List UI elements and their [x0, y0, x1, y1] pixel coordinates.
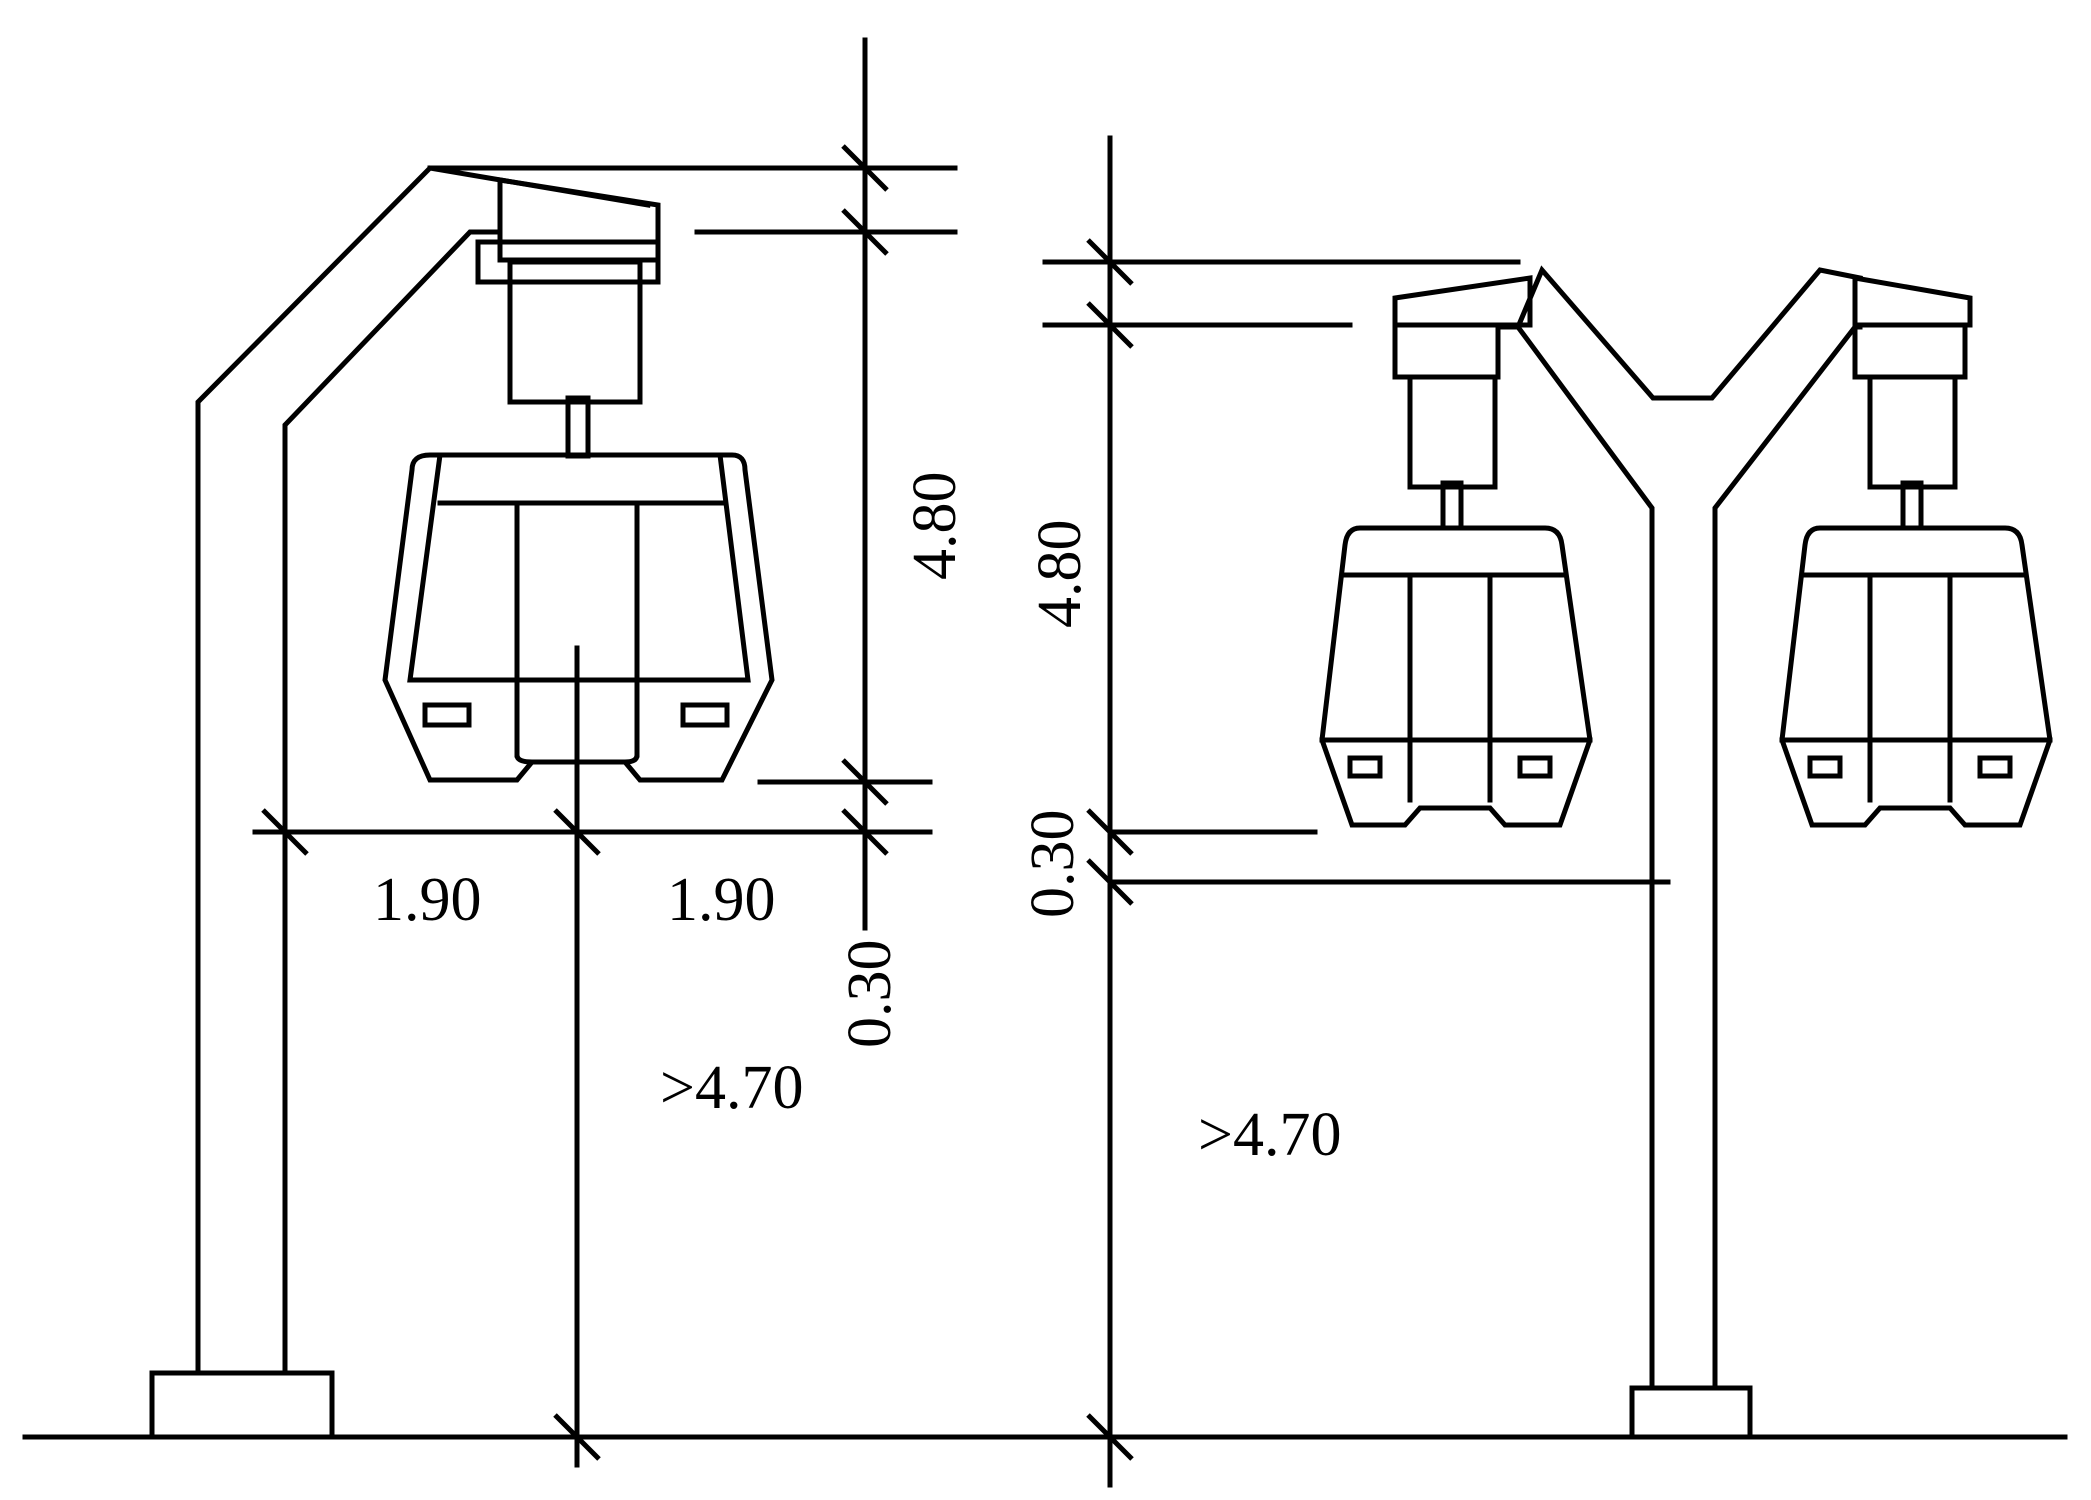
left-column-footing [149, 1370, 335, 1440]
right-column-right-branch [1712, 324, 1863, 1391]
right-clearance-label: >4.70 [1198, 1101, 1341, 1169]
right-vehicle-a [1319, 275, 1593, 828]
left-clearance-label: >4.70 [660, 1054, 803, 1122]
left-vehicle-height-label: 4.80 [901, 472, 969, 581]
right-vehicle-height-label: 4.80 [1026, 520, 1094, 629]
left-half-width-right-label: 1.90 [667, 866, 776, 934]
left-column-inner [282, 229, 503, 1376]
left-column-structure [149, 165, 651, 1440]
right-column-left-branch [1495, 265, 1863, 1391]
right-bottom-gap-label: 0.30 [1019, 810, 1087, 919]
right-column-structure [1495, 265, 1863, 1440]
right-vehicle-b [1779, 275, 2053, 828]
right-column-footing [1629, 1385, 1753, 1440]
left-bottom-gap-label: 0.30 [836, 940, 904, 1049]
left-dimension-lines [252, 37, 958, 1468]
right-dimension-lines [1042, 135, 1671, 1488]
left-half-width-left-label: 1.90 [373, 866, 482, 934]
